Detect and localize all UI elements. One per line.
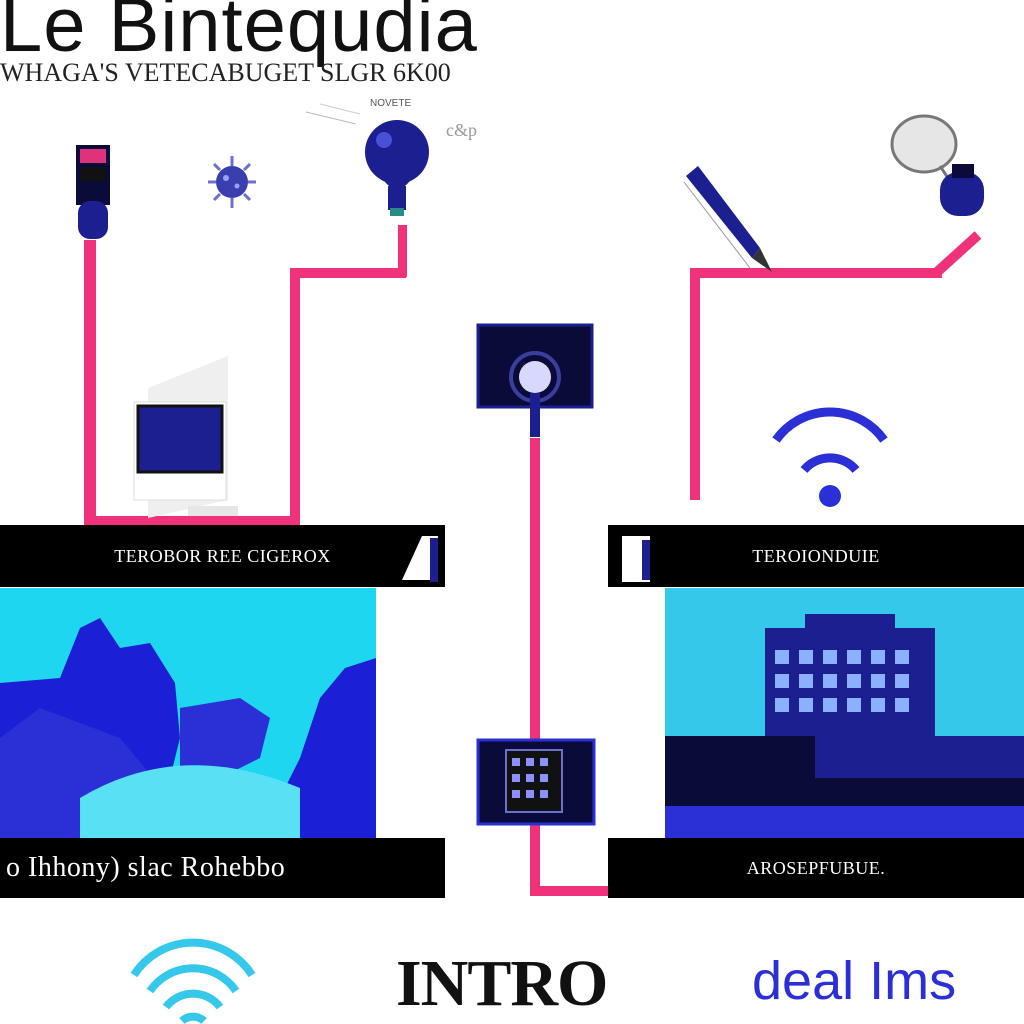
wire-center-bottom [530,886,610,896]
virus-icon [208,156,256,208]
phone-icon [622,536,650,582]
right-panel-header: TEROIONDUIE [608,525,1024,587]
monitor-icon [133,356,238,518]
left-panel-header-label: TEROBOR REE CIGEROX [114,545,331,566]
light-bulb-icon [305,103,429,216]
wire-right-diagonal [932,231,982,277]
wifi-icon [772,407,888,507]
bulb-outline-icon [890,114,984,216]
wifi-footer-icon [130,938,256,1024]
wire-left-mid-vertical [290,268,300,526]
wire-bulb-drop [398,225,407,277]
right-panel-footer: AROSEPFUBUE. [608,838,1024,898]
diagram-subtitle: WHAGA'S VETECABUGET SLGR 6K00 [0,58,451,87]
right-panel-footer-label: AROSEPFUBUE. [746,857,886,878]
wire-right-vertical [690,268,700,500]
pen-icon [683,166,772,272]
wire-left-vertical [84,240,96,525]
left-panel-header: TEROBOR REE CIGEROX [0,525,445,587]
wire-right-top [690,268,942,278]
left-panel-footer-label: o Ihhony) slac Rohebbo [6,852,286,883]
building-image [665,588,1024,838]
spotlight-bulb-icon [476,323,594,437]
diagram-title: Le Bintequdia [0,0,478,68]
usb-plug-icon [76,145,110,239]
wire-left-top [290,268,406,278]
corner-tag: c&p [446,120,477,140]
footer-center-text: INTRO [396,947,608,1020]
footer-right-text: deal Ims [752,951,957,1011]
landscape-image [0,588,376,838]
small-caption: NOVETE [370,98,412,109]
wire-center-vertical [530,438,540,893]
fire-extinguisher-icon [476,738,596,826]
right-panel-header-label: TEROIONDUIE [752,545,880,566]
tablet-device-icon [402,536,438,582]
wire-left-bottom [84,516,300,526]
left-panel-footer: o Ihhony) slac Rohebbo [0,838,445,898]
